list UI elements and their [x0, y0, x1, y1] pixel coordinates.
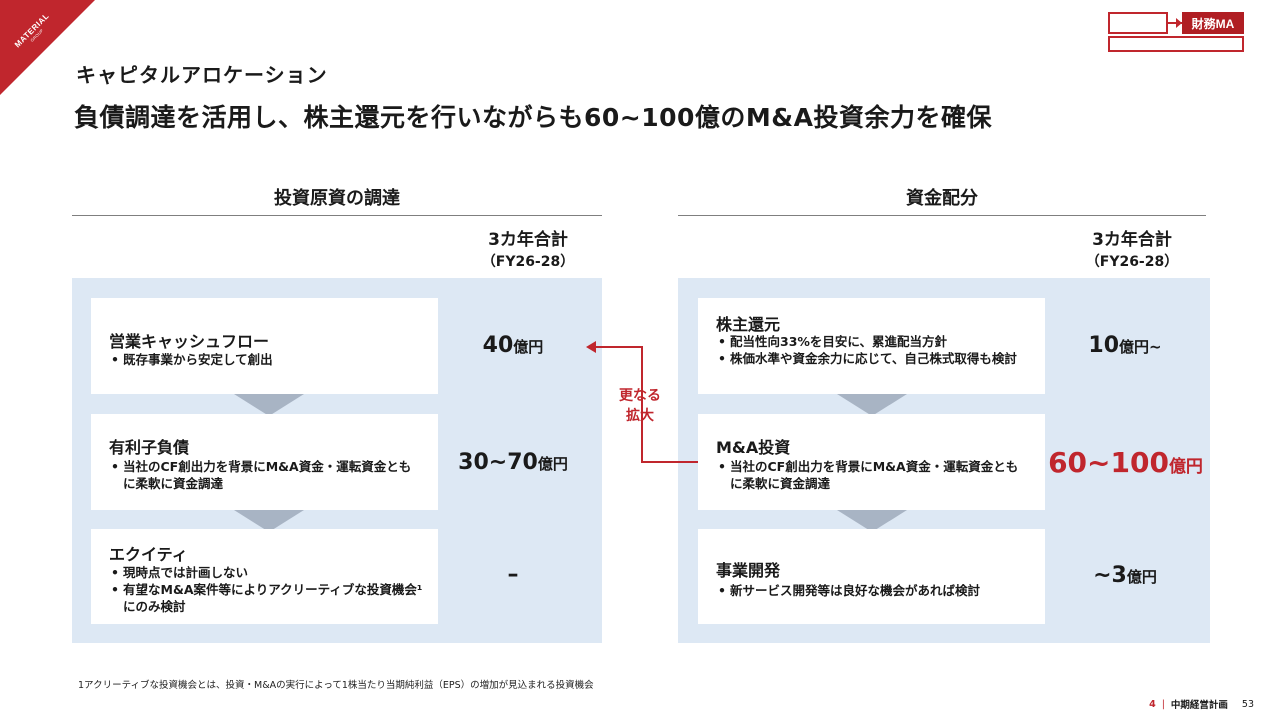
- nav-active-section: 財務MA: [1182, 12, 1244, 34]
- amount-equity: –: [507, 562, 519, 587]
- bullet-item: 当社のCF創出力を背景にM&A資金・運転資金ともに柔軟に資金調達: [111, 458, 423, 492]
- card-title: M&A投資: [716, 438, 791, 457]
- card-title: エクイティ: [109, 545, 188, 564]
- footer-page-number: 4: [1149, 698, 1156, 710]
- footer-document-name: 中期経営計画: [1170, 700, 1228, 711]
- bullet-item: 現時点では計画しない: [111, 564, 431, 581]
- corner-brand-triangle: [0, 0, 95, 95]
- card-title: 有利子負債: [109, 438, 190, 457]
- footer-slide-number: 53: [1241, 698, 1254, 710]
- card-title: 営業キャッシュフロー: [109, 332, 270, 351]
- bullet-item: 株価水準や資金余力に応じて、自己株式取得も検討: [718, 350, 1036, 367]
- right-column-rule: [678, 215, 1206, 216]
- nav-box-left: [1108, 12, 1168, 34]
- left-column-heading: 投資原資の調達: [274, 188, 400, 209]
- right-sum-header: 3カ年合計 （FY26-28）: [1072, 229, 1192, 273]
- nav-box-bottom: [1108, 36, 1244, 52]
- card-debt: 有利子負債 当社のCF創出力を背景にM&A資金・運転資金ともに柔軟に資金調達: [91, 414, 438, 510]
- amount-shareholder-returns: 10億円~: [1088, 333, 1162, 358]
- bullet-item: 新サービス開発等は良好な機会があれば検討: [718, 582, 1038, 599]
- right-column-heading: 資金配分: [906, 188, 978, 209]
- card-title: 事業開発: [716, 561, 781, 580]
- amount-business-development: ~3億円: [1093, 563, 1157, 588]
- expansion-connector-arrow-icon: [586, 341, 698, 463]
- card-bullets: 当社のCF創出力を背景にM&A資金・運転資金ともに柔軟に資金調達: [718, 458, 1030, 492]
- card-bullets: 当社のCF創出力を背景にM&A資金・運転資金ともに柔軟に資金調達: [111, 458, 423, 492]
- left-column-rule: [72, 215, 602, 216]
- down-arrow-icon: [837, 394, 907, 416]
- card-shareholder-returns: 株主還元 配当性向33%を目安に、累進配当方針 株価水準や資金余力に応じて、自己…: [698, 298, 1045, 394]
- left-sum-header: 3カ年合計 （FY26-28）: [468, 229, 588, 273]
- right-sum-period: （FY26-28）: [1085, 254, 1179, 270]
- page-headline: 負債調達を活用し、株主還元を行いながらも60~100億のM&A投資余力を確保: [74, 103, 992, 132]
- expansion-label: 更なる 拡大: [619, 388, 661, 424]
- nav-arrow-icon: [1168, 18, 1182, 28]
- down-arrow-icon: [837, 510, 907, 532]
- page-subtitle: キャピタルアロケーション: [76, 63, 328, 87]
- bullet-item: 有望なM&A案件等によりアクリーティブな投資機会¹にのみ検討: [111, 581, 431, 615]
- section-nav-diagram: 財務MA: [1108, 12, 1244, 52]
- amount-ma-investment: 60~100億円: [1048, 446, 1203, 479]
- right-sum-label: 3カ年合計: [1092, 230, 1172, 250]
- footer-separator: |: [1161, 698, 1165, 710]
- amount-debt: 30~70億円: [458, 450, 568, 475]
- card-equity: エクイティ 現時点では計画しない 有望なM&A案件等によりアクリーティブな投資機…: [91, 529, 438, 624]
- card-title: 株主還元: [716, 315, 781, 334]
- page-footer: 4 | 中期経営計画 53: [1149, 697, 1254, 712]
- down-arrow-icon: [234, 510, 304, 532]
- card-bullets: 新サービス開発等は良好な機会があれば検討: [718, 582, 1038, 599]
- card-ma-investment: M&A投資 当社のCF創出力を背景にM&A資金・運転資金ともに柔軟に資金調達: [698, 414, 1045, 510]
- card-bullets: 現時点では計画しない 有望なM&A案件等によりアクリーティブな投資機会¹にのみ検…: [111, 564, 431, 615]
- card-bullets: 配当性向33%を目安に、累進配当方針 株価水準や資金余力に応じて、自己株式取得も…: [718, 333, 1036, 367]
- left-sum-period: （FY26-28）: [481, 254, 575, 270]
- bullet-item: 既存事業から安定して創出: [111, 351, 431, 368]
- card-business-development: 事業開発 新サービス開発等は良好な機会があれば検討: [698, 529, 1045, 624]
- amount-operating-cf: 40億円: [482, 333, 544, 358]
- card-bullets: 既存事業から安定して創出: [111, 351, 431, 368]
- down-arrow-icon: [234, 394, 304, 416]
- card-operating-cf: 営業キャッシュフロー 既存事業から安定して創出: [91, 298, 438, 394]
- footnote: 1アクリーティブな投資機会とは、投資・M&Aの実行によって1株当たり当期純利益（…: [78, 680, 594, 691]
- bullet-item: 当社のCF創出力を背景にM&A資金・運転資金ともに柔軟に資金調達: [718, 458, 1030, 492]
- bullet-item: 配当性向33%を目安に、累進配当方針: [718, 333, 1036, 350]
- left-sum-label: 3カ年合計: [488, 230, 568, 250]
